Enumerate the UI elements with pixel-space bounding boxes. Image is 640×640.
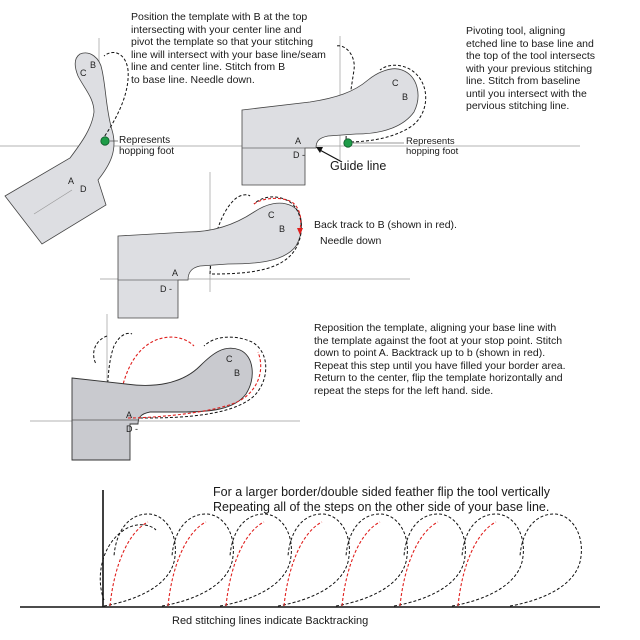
backtrack-arrow-icon <box>297 228 303 235</box>
step4-line-2: the template against the foot at your st… <box>314 334 563 347</box>
feather-border-loops <box>99 513 582 607</box>
step4-left-loop <box>93 335 108 365</box>
feather-loop <box>161 513 234 607</box>
feather-loop <box>335 513 408 607</box>
step1-panel: C B A D <box>0 38 240 245</box>
step2-label-c: C <box>392 78 399 88</box>
feather-loop <box>219 513 292 607</box>
step2-line-7: pervious stitching line. <box>466 100 570 112</box>
feather-loop <box>451 513 524 607</box>
feather-backtrack-line <box>283 521 323 607</box>
feather-backtrack-line <box>225 521 265 607</box>
step1-stitch-line <box>101 52 129 141</box>
step3-line-2: Needle down <box>320 234 382 247</box>
step5-panel <box>20 490 600 608</box>
step2-line-5: line. Stitch from baseline <box>466 75 581 87</box>
feather-backtrack-line <box>167 521 207 607</box>
step1-template <box>4 52 115 245</box>
step4-line-5: Return to the center, flip the template … <box>314 372 563 384</box>
step2-template <box>241 68 419 186</box>
guide-line-arrow-icon <box>317 148 343 163</box>
step2-label-d: D - <box>293 150 305 160</box>
step3-label-b: B <box>279 224 285 234</box>
step3-instructions: Back track to B (shown in red). Needle d… <box>314 219 484 247</box>
step4-line-1: Reposition the template, aligning your b… <box>314 322 557 334</box>
step1-etched-line <box>33 189 73 215</box>
step3-label-a: A <box>172 268 178 278</box>
step1-line-1: Position the template with B at the top <box>131 11 308 23</box>
step4-instructions: Reposition the template, aligning your b… <box>314 322 614 397</box>
feather-backtrack-line <box>109 521 149 607</box>
step2-label-b: B <box>402 92 408 102</box>
feather-backtrack-line <box>341 521 381 607</box>
hopping-foot-callout-2-line-2: hopping foot <box>406 146 459 157</box>
step3-label-d: D - <box>160 284 172 294</box>
hopping-foot-callout-2-line-1: Represents <box>406 136 455 147</box>
step4-template <box>71 347 253 461</box>
step4-label-b: B <box>234 368 240 378</box>
feather-loop <box>103 513 176 607</box>
step4-stitch-line <box>139 336 267 419</box>
feather-loop <box>393 513 466 607</box>
step3-line-1: Back track to B (shown in red). <box>314 219 457 231</box>
step3-stitch-line <box>211 196 302 275</box>
step1-label-c: C <box>80 68 87 78</box>
step3-label-c: C <box>268 210 275 220</box>
step2-panel: C B A D - <box>240 36 580 186</box>
step1-line-5: line and center line. Stitch from B <box>131 61 286 73</box>
step5-line-1: For a larger border/double sided feather… <box>213 485 550 499</box>
step2-instructions: Pivoting tool, aligning etched line to b… <box>466 25 631 113</box>
step3-backtrack-line <box>253 197 302 231</box>
step1-line-2: intersecting with your center line and <box>131 23 302 36</box>
hopping-foot-icon <box>100 136 110 146</box>
feather-loop <box>277 513 350 607</box>
step4-label-c: C <box>226 354 233 364</box>
step5-line-2: Repeating all of the steps on the other … <box>213 500 550 514</box>
step1-line-6: to base line. Needle down. <box>131 73 255 86</box>
feather-first-loop <box>99 524 157 601</box>
guide-line-label: Guide line <box>330 159 387 173</box>
step4-line-3: down to point A. Backtrack up to b (show… <box>314 347 546 359</box>
step2-stitch-line <box>345 64 427 143</box>
step2-line-2: etched line to base line and <box>466 37 594 50</box>
hopping-foot-icon-2 <box>343 138 353 148</box>
step4-label-d: D - <box>126 424 138 434</box>
step1-line-3: pivot the template so that your stitchin… <box>131 36 314 48</box>
hopping-foot-callout-1-line-2: hopping foot <box>119 146 175 157</box>
step4-label-a: A <box>126 410 132 420</box>
feather-backtrack-line <box>457 521 497 607</box>
step4-first-loop <box>106 332 133 419</box>
footer-caption: Red stitching lines indicate Backtrackin… <box>172 615 369 627</box>
step4-line-4: Repeat this step until you have filled y… <box>314 359 566 372</box>
step4-panel: C B A D - <box>30 314 300 461</box>
step2-line-6: until you intersect with the <box>466 87 587 100</box>
hopping-foot-callout-2: Represents hopping foot <box>406 137 458 157</box>
hopping-foot-callout-1: Represents hopping foot <box>119 135 174 157</box>
feather-backtrack-line <box>399 521 439 607</box>
step2-label-a: A <box>295 136 301 146</box>
step4-backtrack-loop <box>127 351 262 419</box>
step1-label-a: A <box>68 176 74 186</box>
step1-line-4: line will intersect with your base line/… <box>131 48 326 61</box>
step1-instructions: Position the template with B at the top … <box>131 11 351 86</box>
step4-line-6: repeat the steps for the left hand. side… <box>314 384 494 397</box>
step1-label-d: D <box>80 184 87 194</box>
step5-instructions: For a larger border/double sided feather… <box>213 485 593 515</box>
step1-label-b: B <box>90 60 96 70</box>
step2-line-4: with your previous stitching <box>466 62 593 75</box>
step2-line-3: the top of the tool intersects <box>466 50 595 62</box>
step3-panel: C B A D - <box>100 172 410 319</box>
step4-backtrack-line <box>117 336 195 419</box>
feather-loop <box>509 513 582 607</box>
hopping-foot-callout-1-line-1: Represents <box>119 135 171 146</box>
step2-line-1: Pivoting tool, aligning <box>466 25 566 37</box>
